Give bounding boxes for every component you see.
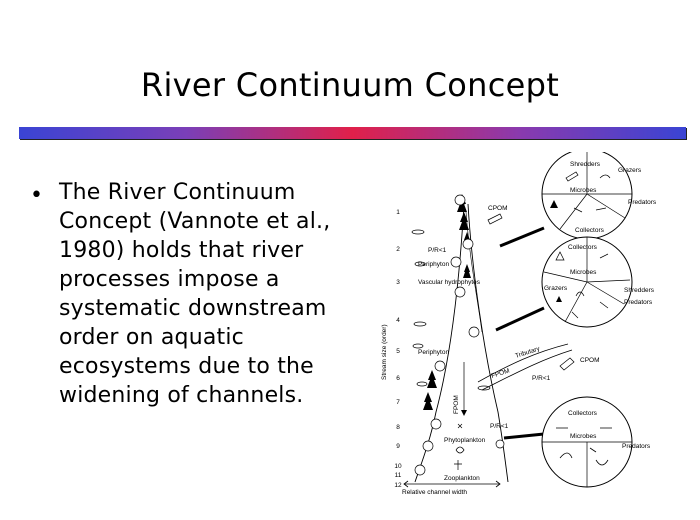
bullet-icon: • <box>30 183 43 208</box>
order-label: 9 <box>396 443 400 450</box>
pr-top-label: P/R<1 <box>428 247 447 254</box>
circle1-segment-label: Grazers <box>618 167 642 174</box>
order-label: 3 <box>396 279 400 286</box>
cpom-mid-label: CPOM <box>580 357 600 364</box>
order-label: 1 <box>396 209 400 216</box>
order-label: 12 <box>394 482 402 489</box>
cpom-top-label: CPOM <box>488 205 508 212</box>
order-label: 4 <box>396 317 400 324</box>
pr-mid-label: P/R<1 <box>532 375 551 382</box>
circle1-segment-label: Collectors <box>575 227 605 234</box>
circle2-segment-label: Grazers <box>544 285 568 292</box>
order-label: 5 <box>396 348 400 355</box>
circle2-segment-label: Microbes <box>570 269 597 276</box>
vascular-label: Vascular hydrophytes <box>418 279 481 286</box>
title-divider-bar <box>19 127 686 139</box>
pointer-lines <box>495 226 545 440</box>
periphyton-mid-label: Periphyton <box>418 349 449 356</box>
circle2-segment-label: Predators <box>624 299 653 306</box>
x-axis-label: Relative channel width <box>402 489 467 496</box>
deciduous-tree-icons <box>414 194 505 476</box>
circle2-segment-label: Collectors <box>568 244 598 251</box>
tributary-channel <box>477 343 573 391</box>
circle1-segment-label: Shredders <box>570 161 601 168</box>
community-circle-large-river: Collectors Microbes Predators <box>541 396 651 488</box>
community-circle-midreach: Collectors Microbes Shredders Grazers Pr… <box>541 236 655 328</box>
order-tick-labels: 1 2 3 4 5 6 7 8 9 10 11 12 <box>394 209 402 489</box>
pr-low-label: P/R<1 <box>490 423 509 430</box>
circle1-segment-label: Predators <box>628 199 657 206</box>
circle2-segment-label: Shredders <box>624 287 655 294</box>
bullet-text: The River Continuum Concept (Vannote et … <box>59 180 331 408</box>
order-label: 7 <box>396 399 400 406</box>
circle1-segment-label: Microbes <box>570 187 597 194</box>
river-left-bank <box>414 203 465 483</box>
phytoplankton-label: Phytoplankton <box>444 437 486 444</box>
periphyton-top-label: Periphyton <box>418 261 449 268</box>
order-label: 10 <box>394 463 402 470</box>
order-label: 11 <box>395 472 402 479</box>
y-axis-label: Stream size (order) <box>381 324 388 380</box>
river-right-bank <box>467 203 509 483</box>
order-label: 8 <box>396 424 400 431</box>
community-circle-headwaters: Shredders Grazers Microbes Predators Col… <box>541 152 657 240</box>
order-label: 6 <box>396 375 400 382</box>
slide-title: River Continuum Concept <box>140 66 560 104</box>
river-continuum-diagram: 1 2 3 4 5 6 7 8 9 10 11 12 Stream size (… <box>381 152 657 496</box>
fpom-mid-label: FPOM <box>490 367 510 379</box>
zooplankton-label: Zooplankton <box>444 475 480 482</box>
circle3-segment-label: Collectors <box>568 410 598 417</box>
fpom-stem-label: FPOM <box>453 395 460 414</box>
circle3-segment-label: Predators <box>622 443 651 450</box>
circle3-segment-label: Microbes <box>570 433 597 440</box>
tributary-label: Tributary <box>514 345 541 360</box>
order-label: 2 <box>396 246 400 253</box>
organism-sketches <box>411 213 575 470</box>
